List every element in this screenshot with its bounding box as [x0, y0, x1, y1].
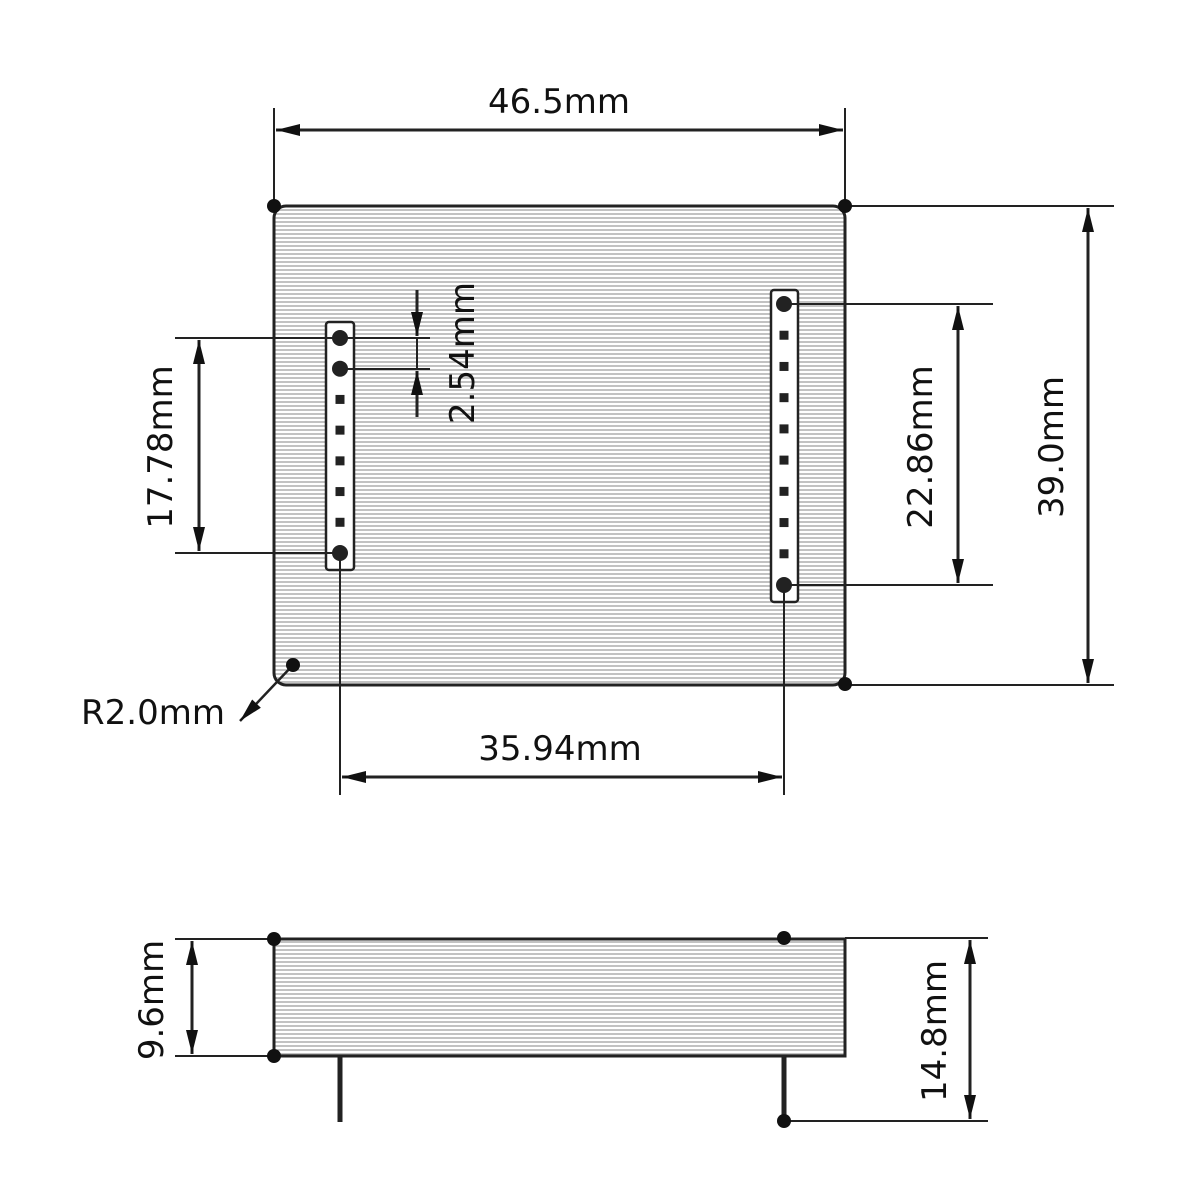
pin — [332, 360, 348, 377]
width-label: 46.5mm — [488, 82, 630, 122]
pin — [335, 456, 345, 466]
pin-pitch-label: 2.54mm — [443, 282, 483, 424]
pin — [776, 577, 792, 593]
pin — [779, 455, 789, 465]
corner-radius-label: R2.0mm — [81, 693, 225, 733]
pin — [779, 424, 789, 434]
left-pin-header — [324, 320, 356, 572]
body-height-label: 9.6mm — [132, 940, 172, 1060]
pin — [335, 487, 345, 497]
pin — [335, 425, 345, 435]
top-view — [175, 108, 1114, 795]
pin — [779, 549, 789, 559]
pin — [332, 545, 348, 561]
right-row-span-label: 22.86mm — [901, 365, 941, 529]
pin — [335, 394, 345, 404]
pin — [779, 393, 789, 403]
total-height-label: 14.8mm — [915, 960, 955, 1102]
pin — [776, 296, 792, 312]
pin — [779, 330, 789, 340]
module-body-top — [272, 204, 847, 687]
corner-dots — [267, 199, 852, 691]
pin — [332, 330, 348, 346]
module-body-side — [272, 937, 847, 1058]
pin — [779, 518, 789, 528]
row-spacing-label: 35.94mm — [478, 729, 642, 769]
side-view — [175, 937, 988, 1122]
pin — [335, 517, 345, 527]
pin — [779, 486, 789, 496]
left-row-span-label: 17.78mm — [141, 365, 181, 529]
pin — [779, 361, 789, 371]
pins — [332, 296, 792, 593]
height-label: 39.0mm — [1032, 376, 1072, 518]
